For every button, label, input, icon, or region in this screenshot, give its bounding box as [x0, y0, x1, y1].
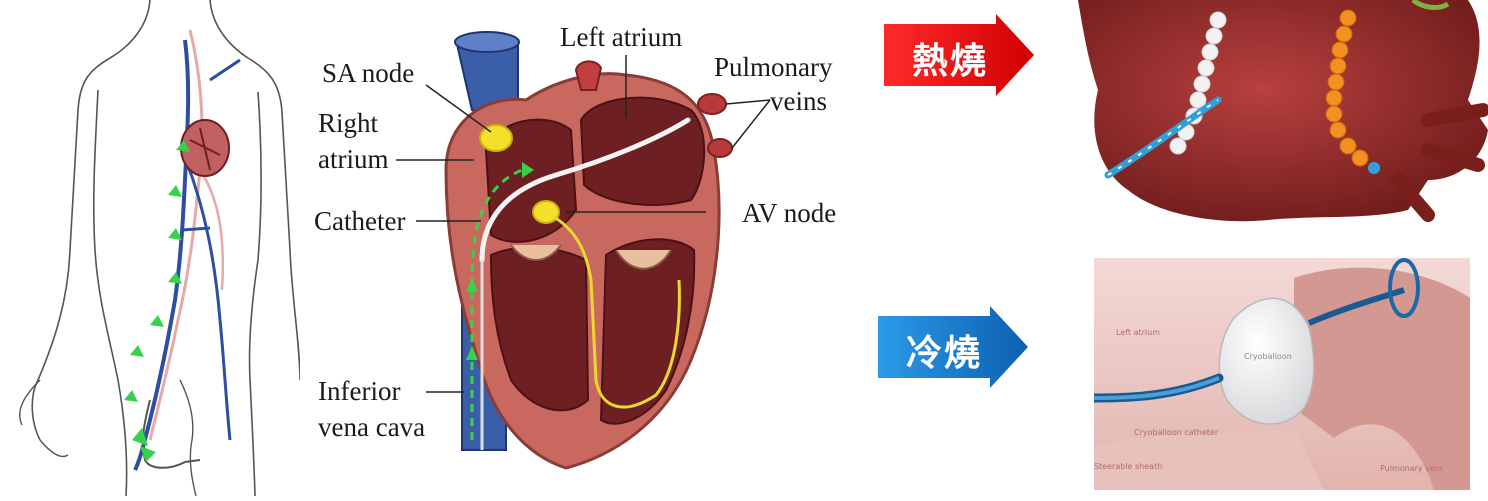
- sa-node-label: SA node: [322, 58, 414, 88]
- 3d-atrium-map-icon: [1068, 0, 1488, 230]
- cryoballoon-illustration-icon: [1094, 258, 1470, 490]
- 3d-atrium-ablation-map: [1068, 0, 1488, 230]
- pulmonary-veins-label-line2: veins: [770, 86, 827, 116]
- cryo-label: 冷燒: [906, 324, 982, 376]
- ivc-label-line2: vena cava: [318, 412, 425, 442]
- ivc-label-line1: Inferior: [318, 376, 400, 406]
- right-atrium-label-line2: atrium: [318, 144, 388, 174]
- radiofrequency-ablation-arrow: 熱燒: [884, 14, 1034, 96]
- av-node-label: AV node: [742, 198, 836, 228]
- radiofrequency-label: 熱燒: [912, 32, 988, 84]
- cryo-catheter-label: Cryoballoon catheter: [1134, 428, 1218, 437]
- cryo-ablation-arrow: 冷燒: [878, 306, 1028, 388]
- right-atrium-label-line1: Right: [318, 108, 378, 138]
- pulmonary-veins-label-line1: Pulmonary: [714, 52, 833, 82]
- cryoballoon-illustration: Left atrium Cryoballoon Cryoballoon cath…: [1094, 258, 1470, 490]
- human-body-illustration: [0, 0, 300, 496]
- catheter-label: Catheter: [314, 206, 405, 236]
- cryo-left-atrium-label: Left atrium: [1116, 328, 1160, 337]
- left-atrium-label: Left atrium: [560, 22, 682, 52]
- cryo-sheath-label: Steerable sheath: [1094, 462, 1162, 471]
- heart-cross-section-diagram: SA node Left atrium Pulmonary veins Righ…: [296, 0, 856, 496]
- cryo-balloon-label: Cryoballoon: [1244, 352, 1292, 361]
- human-body-outline-icon: [0, 0, 300, 496]
- cryo-vein-label: Pulmonary vein: [1380, 464, 1442, 473]
